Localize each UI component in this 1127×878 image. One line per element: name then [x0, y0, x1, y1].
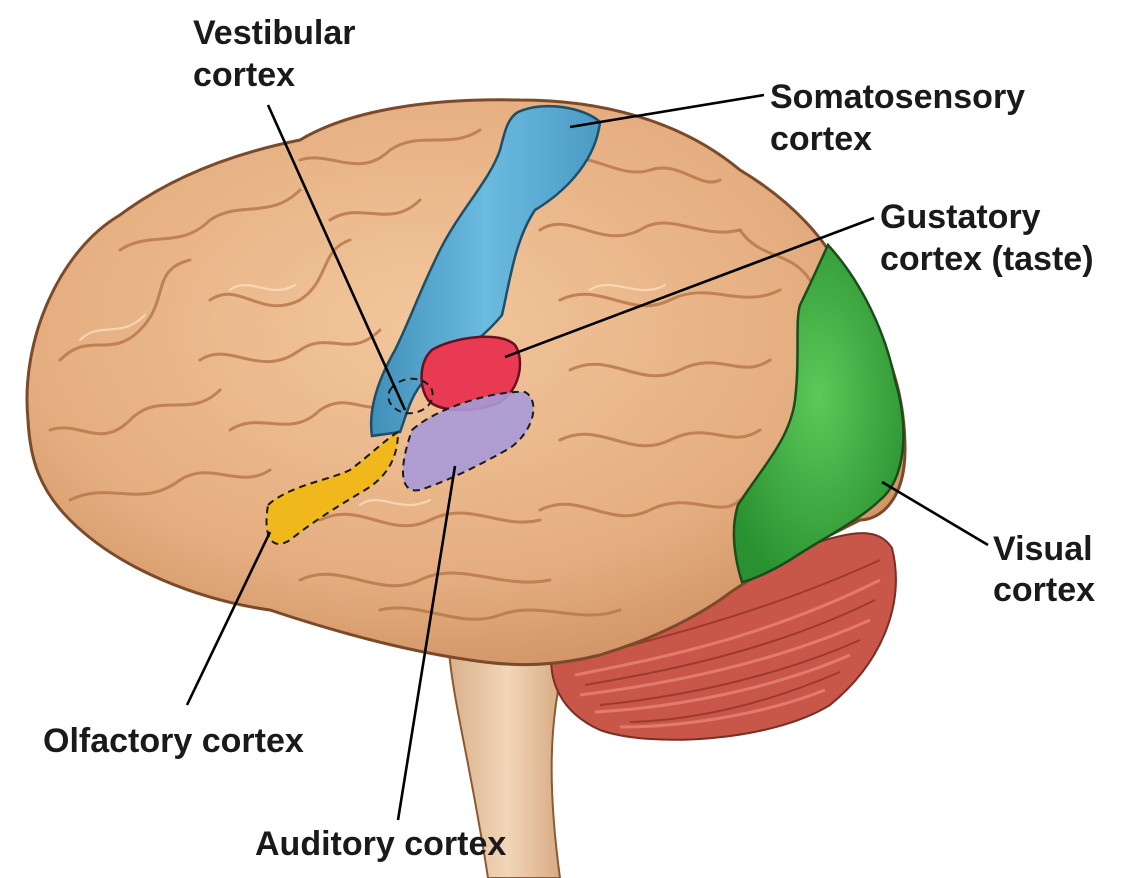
visual-region	[732, 242, 905, 584]
auditory-region	[402, 391, 534, 491]
somatosensory-label-line1: Somatosensory	[770, 78, 1025, 116]
auditory-leader	[396, 465, 457, 821]
gustatory-label-line2: cortex (taste)	[880, 240, 1094, 278]
vestibular-label-line1: Vestibular	[193, 14, 356, 52]
olfactory-label: Olfactory cortex	[43, 722, 304, 760]
vestibular-label-line2: cortex	[193, 56, 295, 94]
somatosensory-label-line2: cortex	[770, 120, 872, 158]
somatosensory-leader	[569, 93, 765, 129]
vestibular-leader	[266, 104, 407, 411]
somatosensory-label: Somatosensory cortex	[770, 78, 1035, 158]
visual-label-line2: cortex	[993, 571, 1095, 609]
visual-label-line1: Visual	[993, 530, 1093, 568]
visual-leader	[881, 480, 989, 547]
gustatory-leader	[504, 216, 875, 359]
olfactory-outline	[265, 430, 400, 545]
visual-label: Visual cortex	[993, 530, 1102, 609]
gustatory-label: Gustatory cortex (taste)	[880, 198, 1094, 278]
auditory-label: Auditory cortex	[255, 825, 506, 863]
cerebellum	[550, 532, 897, 741]
olfactory-region	[266, 432, 398, 544]
auditory-outline	[402, 390, 535, 492]
gustatory-label-line1: Gustatory	[880, 198, 1041, 236]
olfactory-leader	[185, 531, 272, 706]
brainstem	[446, 638, 568, 878]
vestibular-label: Vestibular cortex	[193, 14, 365, 94]
vestibular-outline	[387, 377, 434, 415]
